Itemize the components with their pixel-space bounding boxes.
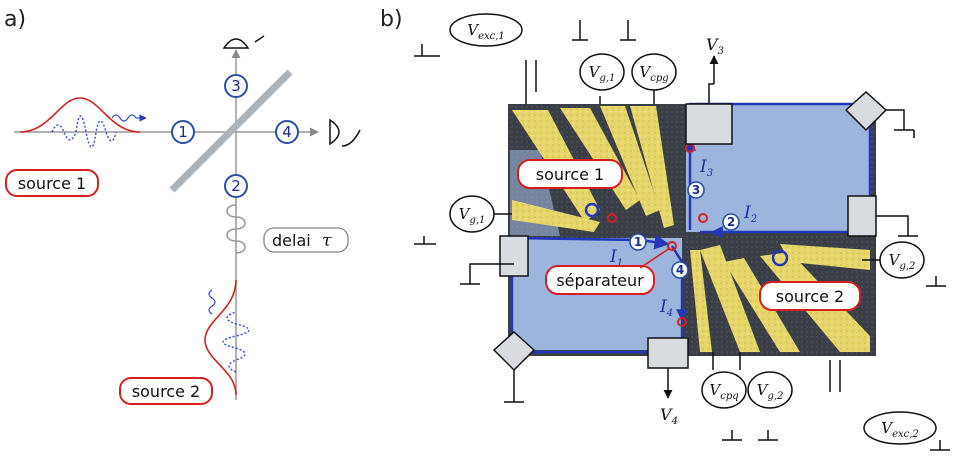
- port-b-4-circle: [671, 261, 689, 279]
- vg1-top-source-icon: [579, 53, 625, 91]
- photon-squiggle-2: [208, 289, 216, 315]
- detector-top-icon: [222, 38, 250, 49]
- probe-point-splitter: [667, 241, 677, 251]
- port-b-3-label: 3: [692, 183, 700, 197]
- gate-right-1: [780, 244, 870, 270]
- gate-bottom-1: [700, 245, 760, 352]
- port-1-circle: [171, 120, 195, 144]
- port-b-4-label: 4: [676, 263, 684, 277]
- vexc2-source-icon: [863, 411, 937, 445]
- port-2-circle: [224, 174, 248, 198]
- b-source-1-tag: [517, 159, 623, 189]
- b-source-2-tag: [759, 281, 861, 311]
- port-4-label: 4: [282, 123, 292, 141]
- port-4-circle: [275, 120, 299, 144]
- probe-point-i2: [698, 213, 708, 223]
- delay-label: delai: [272, 231, 311, 250]
- vg1-left-source-icon: [449, 195, 495, 233]
- source-1-loop: [584, 202, 600, 218]
- port-b-1-label: 1: [634, 235, 642, 249]
- gate-qpc-bottom: [690, 250, 712, 352]
- beamsplitter-pointer: [639, 247, 671, 269]
- source-2-label: source 2: [132, 382, 200, 401]
- wavepacket-envelope-2: [204, 279, 237, 396]
- port-b-2-circle: [722, 213, 740, 231]
- panel-b: b) 1: [380, 7, 950, 451]
- vcpg-top-label: Vcpg: [639, 63, 668, 84]
- v4-label: V4: [660, 405, 678, 427]
- vg2-right-source-icon: [879, 241, 925, 279]
- port-1-label: 1: [178, 123, 188, 141]
- panel-b-label: b): [380, 7, 403, 32]
- port-3-label: 3: [231, 77, 241, 95]
- contact-corner-bottom-left: [492, 330, 536, 372]
- wavepacket-envelope-1: [19, 97, 141, 133]
- b-source-2-label: source 2: [776, 287, 844, 306]
- vcpg-top-source-icon: [631, 53, 677, 91]
- beamsplitter-tag: [545, 265, 655, 295]
- panel-a: a) 1 2 3 4 delai τ: [4, 7, 361, 405]
- source-2-loop: [771, 249, 789, 267]
- current-i2: I2: [743, 203, 757, 225]
- port-3-circle: [224, 74, 248, 98]
- port-b-3-circle: [687, 181, 705, 199]
- vexc1-source-icon: [449, 13, 523, 47]
- probe-point-i1: [607, 213, 617, 223]
- current-i1: I1: [609, 247, 623, 269]
- wavepacket-oscillation-2: [222, 311, 250, 373]
- vg2-bottom-source-icon: [747, 371, 793, 409]
- vcpg-bottom-label: Vcpq: [709, 381, 738, 402]
- vg2-right-label: Vg,2: [889, 251, 916, 272]
- port-2-label: 2: [231, 177, 241, 195]
- port-b-2-label: 2: [727, 215, 735, 229]
- vexc1-label: Vexc,1: [467, 21, 505, 42]
- gate-top-left-3: [600, 106, 660, 216]
- beam-splitter: [169, 69, 293, 193]
- vg2-bottom-label: Vg,2: [757, 381, 784, 402]
- probe-point-i4: [677, 317, 687, 327]
- b-source-1-label: source 1: [536, 165, 604, 184]
- delay-tag: [263, 227, 349, 253]
- contact-top-v3: [685, 103, 733, 145]
- source-1-label: source 1: [18, 174, 86, 193]
- source-1-tag: [5, 169, 99, 197]
- source-2-tag: [119, 377, 213, 405]
- wavepacket-oscillation-1: [51, 115, 117, 148]
- vg1-top-label: Vg,1: [589, 63, 616, 84]
- v3-label: V3: [706, 35, 724, 57]
- current-i3: I3: [699, 157, 713, 179]
- contact-left: [499, 235, 529, 277]
- port-b-1-circle: [629, 233, 647, 251]
- contact-right: [847, 195, 877, 237]
- delay-symbol: τ: [322, 231, 332, 251]
- current-i4: I4: [659, 297, 673, 319]
- vcpg-bottom-source-icon: [701, 371, 747, 409]
- panel-a-label: a): [4, 7, 26, 32]
- gate-qpc-top: [630, 106, 674, 228]
- photon-squiggle-1: [111, 114, 137, 122]
- vexc2-label: Vexc,2: [881, 419, 919, 440]
- delay-coil-icon: [226, 204, 246, 254]
- ground-symbols: [414, 20, 950, 451]
- gate-left-1: [512, 200, 600, 232]
- detector-right-icon: [329, 118, 340, 146]
- contact-bottom-v4: [647, 337, 689, 369]
- beamsplitter-label: séparateur: [556, 271, 644, 290]
- vg1-left-label: Vg,1: [459, 205, 486, 226]
